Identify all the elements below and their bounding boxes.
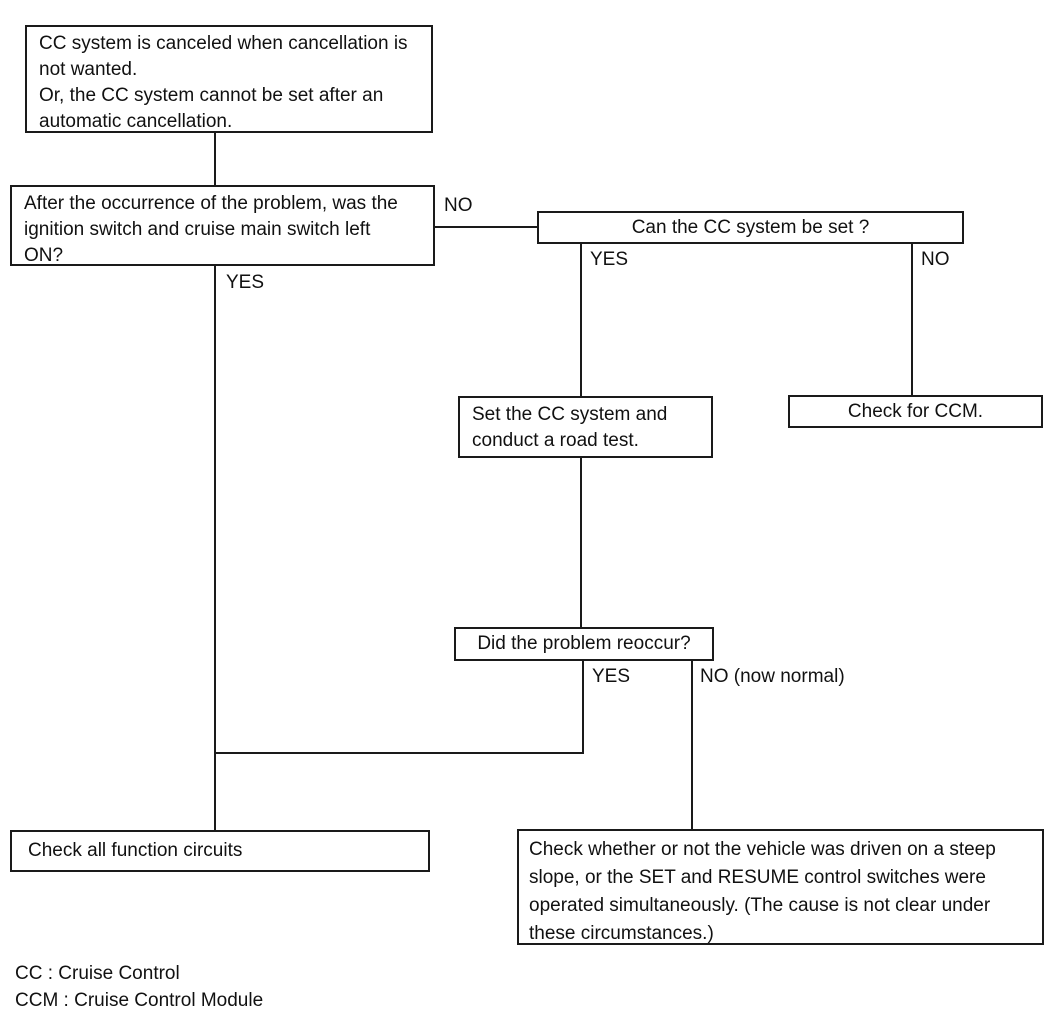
branch-label-ignition-no: NO <box>444 195 473 216</box>
connector-reoccur-yes-horizontal <box>214 752 584 754</box>
node-ignition-switch-question: After the occurrence of the problem, was… <box>10 185 435 266</box>
legend-cc-definition: CC : Cruise Control <box>15 963 180 984</box>
branch-label-reoccur-yes: YES <box>592 666 631 687</box>
branch-label-can-set-yes: YES <box>590 249 629 270</box>
connector-can-set-yes-to-road-test <box>580 244 582 396</box>
branch-label-reoccur-no: NO (now normal) <box>700 666 845 687</box>
connector-problem-to-ignition <box>214 133 216 185</box>
connector-ignition-yes-to-check-circuits <box>214 266 216 830</box>
node-did-problem-reoccur-question: Did the problem reoccur? <box>454 627 714 661</box>
legend-ccm-definition: CCM : Cruise Control Module <box>15 990 264 1011</box>
node-set-cc-road-test: Set the CC system and conduct a road tes… <box>458 396 713 458</box>
abbreviation-legend: CC : Cruise Control CCM : Cruise Control… <box>15 960 263 1014</box>
connector-can-set-no-to-check-ccm <box>911 244 913 395</box>
connector-road-test-to-reoccur <box>580 457 582 627</box>
node-check-all-function-circuits: Check all function circuits <box>10 830 430 872</box>
branch-label-ignition-yes: YES <box>226 272 265 293</box>
node-can-cc-be-set-question: Can the CC system be set ? <box>537 211 964 244</box>
node-check-steep-slope: Check whether or not the vehicle was dri… <box>517 829 1044 945</box>
node-problem-description: CC system is canceled when cancellation … <box>25 25 433 133</box>
branch-label-can-set-no: NO <box>921 249 950 270</box>
node-check-for-ccm: Check for CCM. <box>788 395 1043 428</box>
connector-ignition-no-to-can-set <box>435 226 537 228</box>
connector-reoccur-no-to-steep-slope <box>691 661 693 829</box>
connector-reoccur-yes-down <box>582 661 584 754</box>
